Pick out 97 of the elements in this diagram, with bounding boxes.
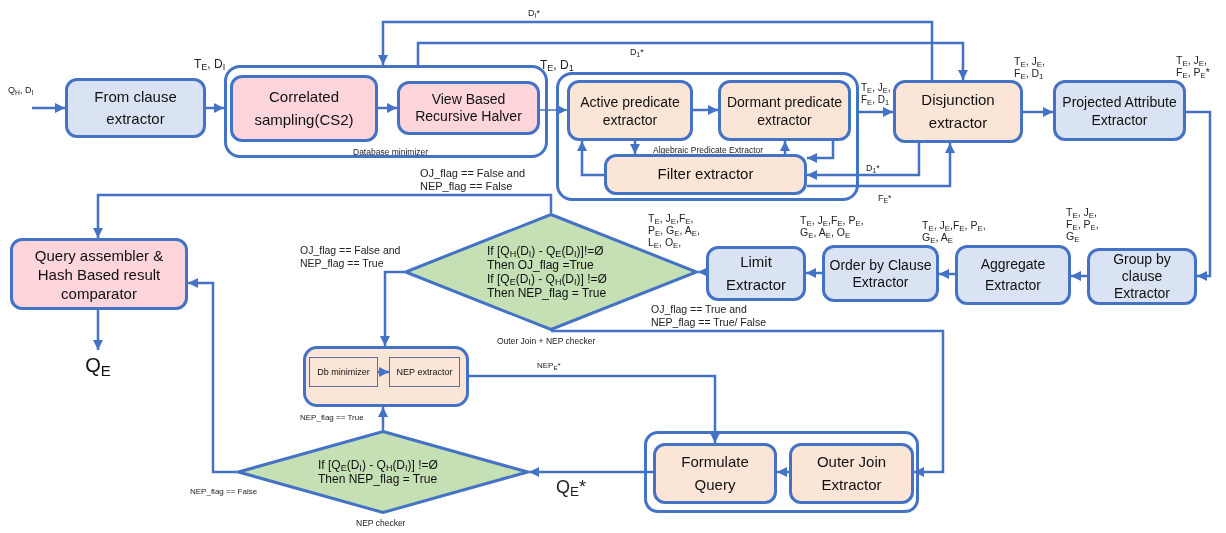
edge-label: NEP_flag == True <box>300 412 364 424</box>
process-box <box>1053 80 1186 141</box>
edge-label: Q$_{E}$* <box>556 476 587 501</box>
process-box <box>1087 248 1197 305</box>
diamond-caption: Outer Join + NEP checker <box>497 335 596 348</box>
edge-label: T$_{E}$, D$_{1}$ <box>540 57 574 74</box>
arrow <box>939 269 955 279</box>
arrow <box>577 141 604 177</box>
arrow <box>32 103 65 113</box>
process-box <box>230 75 378 142</box>
box-label: Order by Clause Extractor <box>829 256 932 291</box>
arrow <box>539 105 568 115</box>
edge-label: F$_{E}$* <box>878 192 892 206</box>
arrow <box>859 107 893 117</box>
edge-label: Q$_{H}$, D$_{I}$ <box>8 84 34 98</box>
process-box <box>309 357 378 387</box>
process-box <box>706 246 806 301</box>
process-box <box>822 245 939 302</box>
box-label: View Based Recursive Halver <box>414 91 523 125</box>
arrow <box>780 141 790 154</box>
decision-diamond <box>237 430 529 514</box>
arrow <box>93 310 103 350</box>
box-label: Group by clause Extractor <box>1112 251 1172 302</box>
edge-label: D$_{1}$* <box>630 46 644 60</box>
arrow <box>693 105 718 115</box>
edge-label: NEP$_{E}$* <box>537 360 561 372</box>
box-label: Aggregate Extractor <box>979 255 1047 295</box>
edge-label: D$_{I}$* <box>528 7 540 21</box>
box-label: Correlated sampling(CS2) <box>253 87 355 130</box>
arrow <box>469 374 720 443</box>
process-box <box>789 443 914 504</box>
box-label: From clause extractor <box>93 86 178 129</box>
edge-label: OJ_flag == False and NEP_flag == True <box>300 244 402 269</box>
box-label: Q$_{E}$ <box>85 353 111 380</box>
arrow <box>807 143 955 188</box>
box-label: Outer Join Extractor <box>815 452 888 495</box>
box-label: Filter extractor <box>657 164 754 185</box>
edge-label: NEP_flag == False <box>190 486 258 498</box>
box-label: Active predicate extractor <box>579 92 681 129</box>
process-box <box>653 443 777 504</box>
arrow <box>378 103 397 113</box>
arrow <box>188 278 237 474</box>
arrow <box>206 103 224 113</box>
edge-label: T$_{E}$, J$_{E}$, F$_{E}$, P$_{E}$, G$_{E}$ <box>1066 206 1100 242</box>
arrow <box>806 268 822 278</box>
arrow <box>551 329 945 477</box>
arrow <box>1023 107 1053 117</box>
condition-text: If [Q$_{E}$(D$_{I}$) - Q$_{H}$(D$_{I}$)] !=Ø Then NEP_flag = True <box>487 272 608 300</box>
process-box <box>397 81 540 135</box>
diamond-caption: NEP checker <box>356 517 406 530</box>
group-container <box>303 346 469 407</box>
process-box <box>604 154 807 195</box>
edge-label: OJ_flag == False and NEP_flag == False <box>420 167 527 193</box>
group-container <box>644 431 919 513</box>
box-label: NEP extractor <box>396 366 453 378</box>
arrow <box>416 41 968 80</box>
box-label: Query assembler & Hash Based result comparator <box>33 245 165 303</box>
arrow <box>630 141 640 154</box>
arrow <box>777 467 789 477</box>
process-box <box>65 78 206 138</box>
process-box <box>955 245 1071 305</box>
process-box <box>893 80 1023 143</box>
process-box <box>10 238 188 310</box>
arrow <box>807 143 921 180</box>
group-caption: Database minimizer <box>353 146 429 159</box>
group-container <box>556 72 859 201</box>
arrow <box>378 367 389 377</box>
arrow <box>529 467 653 477</box>
arrow <box>380 270 404 346</box>
box-label: Disjunction extractor <box>920 90 996 133</box>
edge-label: T$_{E}$, J$_{E}$, F$_{E}$, D$_{1}$ <box>861 82 892 106</box>
edge-label: T$_{E}$, J$_{E}$, F$_{E}$, D$_{1}$ <box>1014 55 1046 79</box>
condition-text: If [Q$_{H}$(D$_{I}$) - Q$_{E}$(D$_{I}$)]!=Ø Then OJ_flag =True <box>487 244 605 272</box>
box-label: Limit Extractor <box>725 252 787 295</box>
box-label: Dormant predicate extractor <box>725 92 844 129</box>
edge-label: T$_{E}$, J$_{E}$,F$_{E}$, P$_{E}$, G$_{E}$, A$_{E}$ <box>922 219 987 243</box>
process-box <box>389 357 460 387</box>
group-caption: Algebraic Predicate Extractor <box>653 144 764 157</box>
arrow <box>698 267 708 277</box>
arrow <box>93 193 553 238</box>
arrow <box>1186 110 1212 281</box>
box-label: Db minimizer <box>317 366 370 378</box>
box-label: Formulate Query <box>680 452 750 495</box>
condition-text: If [Q$_{E}$(D$_{I}$) - Q$_{H}$(D$_{I}$)] !=Ø Then NEP_flag = True <box>318 458 439 486</box>
arrow <box>1071 271 1087 281</box>
arrow <box>378 407 388 430</box>
edge-label: D$_{1}$* <box>866 162 880 176</box>
edge-label: OJ_flag == True and NEP_flag == True/ False <box>651 303 767 328</box>
arrow <box>807 141 835 163</box>
edge-label: T$_{E}$, J$_{E}$,F$_{E}$, P$_{E}$, G$_{E}$, A$_{E}$, L$_{E}$, O$_{E}$, <box>648 212 701 248</box>
box-label: Projected Attribute Extractor <box>1061 92 1178 129</box>
edge-label: T$_{E}$, J$_{E}$,F$_{E}$, P$_{E}$, G$_{E}$, A$_{E}$, O$_{E}$ <box>800 214 864 238</box>
process-box <box>718 80 851 141</box>
edge-label: T$_{E}$, J$_{E}$, F$_{E}$, P$_{E}$* <box>1176 54 1211 78</box>
arrow <box>378 20 934 80</box>
edge-label: T$_{E}$, D$_{I}$ <box>194 56 226 73</box>
process-box <box>567 80 693 141</box>
